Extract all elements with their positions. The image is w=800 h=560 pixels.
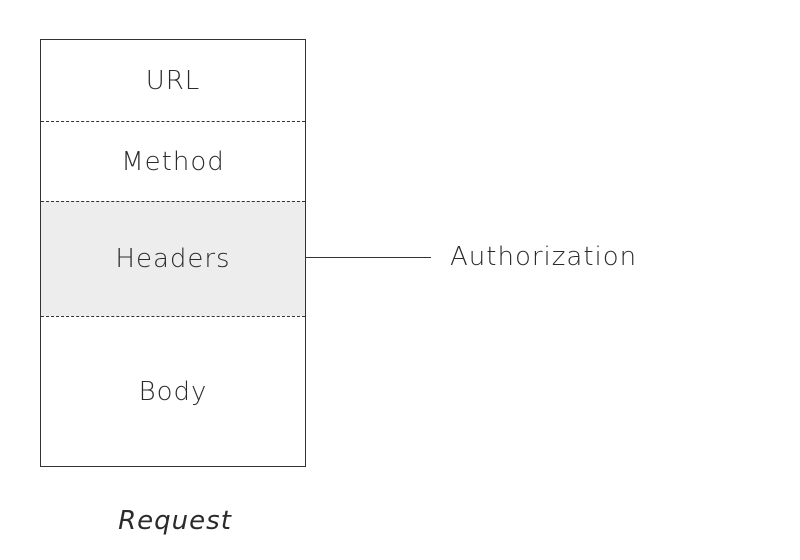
request-diagram-box: URL Method Headers Body <box>40 39 306 467</box>
body-section: Body <box>41 316 305 466</box>
headers-section: Headers <box>41 201 305 316</box>
authorization-connector-line <box>306 257 431 258</box>
request-caption: Request <box>118 506 232 536</box>
method-section: Method <box>41 121 305 201</box>
authorization-label: Authorization <box>450 242 638 272</box>
url-section: URL <box>145 65 201 96</box>
